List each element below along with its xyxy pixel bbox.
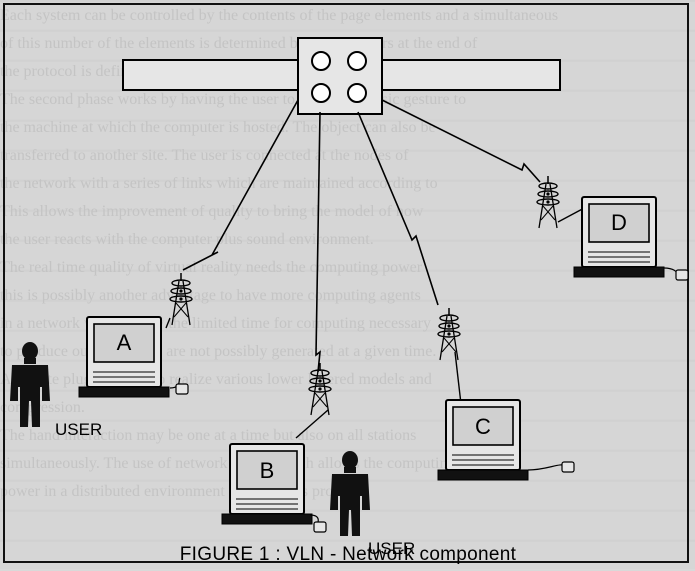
person-icon bbox=[330, 451, 370, 536]
background-text-line: transferred to another site. The user is… bbox=[0, 147, 409, 164]
background-text-line: this is possibly another advantage to ha… bbox=[0, 287, 421, 304]
link-a bbox=[182, 99, 299, 271]
antenna-tower-icon bbox=[308, 362, 332, 416]
computer-c: C bbox=[437, 399, 575, 481]
background-text-line: simultaneously. The use of network media… bbox=[0, 455, 456, 472]
mouse-icon bbox=[313, 521, 327, 533]
network-hub bbox=[122, 37, 561, 115]
cables bbox=[165, 205, 589, 439]
hub-port-icon bbox=[347, 51, 367, 71]
computer-a: A bbox=[78, 316, 189, 398]
background-text-line: the network with a series of links which… bbox=[0, 175, 438, 192]
hub-port-icon bbox=[347, 83, 367, 103]
background-text-line: the protocol is defined. bbox=[0, 63, 148, 80]
computer-icon bbox=[221, 443, 313, 525]
background-text-line: the user reacts with the computer plus s… bbox=[0, 231, 374, 248]
computer-icon bbox=[437, 399, 529, 481]
figure-caption: FIGURE 1 : VLN - Network component bbox=[180, 544, 517, 565]
user-bottom: USER bbox=[330, 451, 415, 558]
link-c bbox=[357, 111, 439, 306]
computer-c-label: C bbox=[475, 414, 491, 439]
wireless-links bbox=[182, 99, 541, 373]
mouse-icon bbox=[675, 269, 689, 281]
background-text-line: The hand interaction may be one at a tim… bbox=[0, 427, 417, 444]
antenna-tower-icon bbox=[536, 175, 560, 229]
computer-b-label: B bbox=[260, 458, 275, 483]
antenna-tower-icon bbox=[169, 272, 193, 326]
antenna-tower-icon bbox=[437, 307, 461, 361]
user-left-label: USER bbox=[55, 420, 102, 439]
person-icon bbox=[10, 342, 50, 427]
background-text-line: Each system can be controlled by the con… bbox=[0, 7, 559, 24]
computer-b: B bbox=[221, 443, 327, 533]
computer-icon bbox=[573, 196, 665, 278]
link-b bbox=[315, 111, 321, 373]
user-left: USER bbox=[10, 342, 102, 439]
computer-d: D bbox=[573, 196, 689, 281]
link-d bbox=[381, 99, 541, 183]
hub-port-icon bbox=[311, 83, 331, 103]
figure-frame bbox=[3, 3, 689, 563]
computer-a-label: A bbox=[117, 330, 132, 355]
computer-d-label: D bbox=[611, 210, 627, 235]
mouse-icon bbox=[175, 383, 189, 395]
background-text-line: the machine at which the computer is hos… bbox=[0, 119, 436, 136]
mouse-icon bbox=[561, 461, 575, 473]
computer-icon bbox=[78, 316, 170, 398]
hub-port-icon bbox=[311, 51, 331, 71]
user-bottom-label: USER bbox=[368, 539, 415, 558]
